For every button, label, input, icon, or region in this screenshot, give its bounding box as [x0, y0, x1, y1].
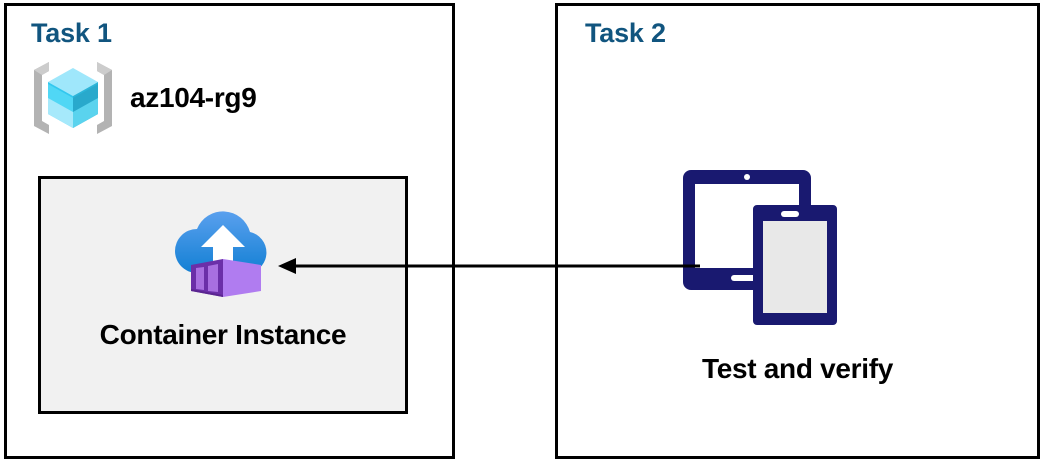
- resource-group-icon: [30, 58, 116, 138]
- resource-group-label: az104-rg9: [130, 82, 257, 113]
- container-instance-label: Container Instance: [99, 319, 347, 350]
- task-2-title: Task 2: [585, 18, 666, 48]
- task-1-title: Task 1: [31, 18, 112, 48]
- resource-group-row: az104-rg9: [30, 58, 257, 138]
- devices-label: Test and verify: [701, 353, 894, 384]
- container-instance-panel: Container Instance: [38, 176, 408, 414]
